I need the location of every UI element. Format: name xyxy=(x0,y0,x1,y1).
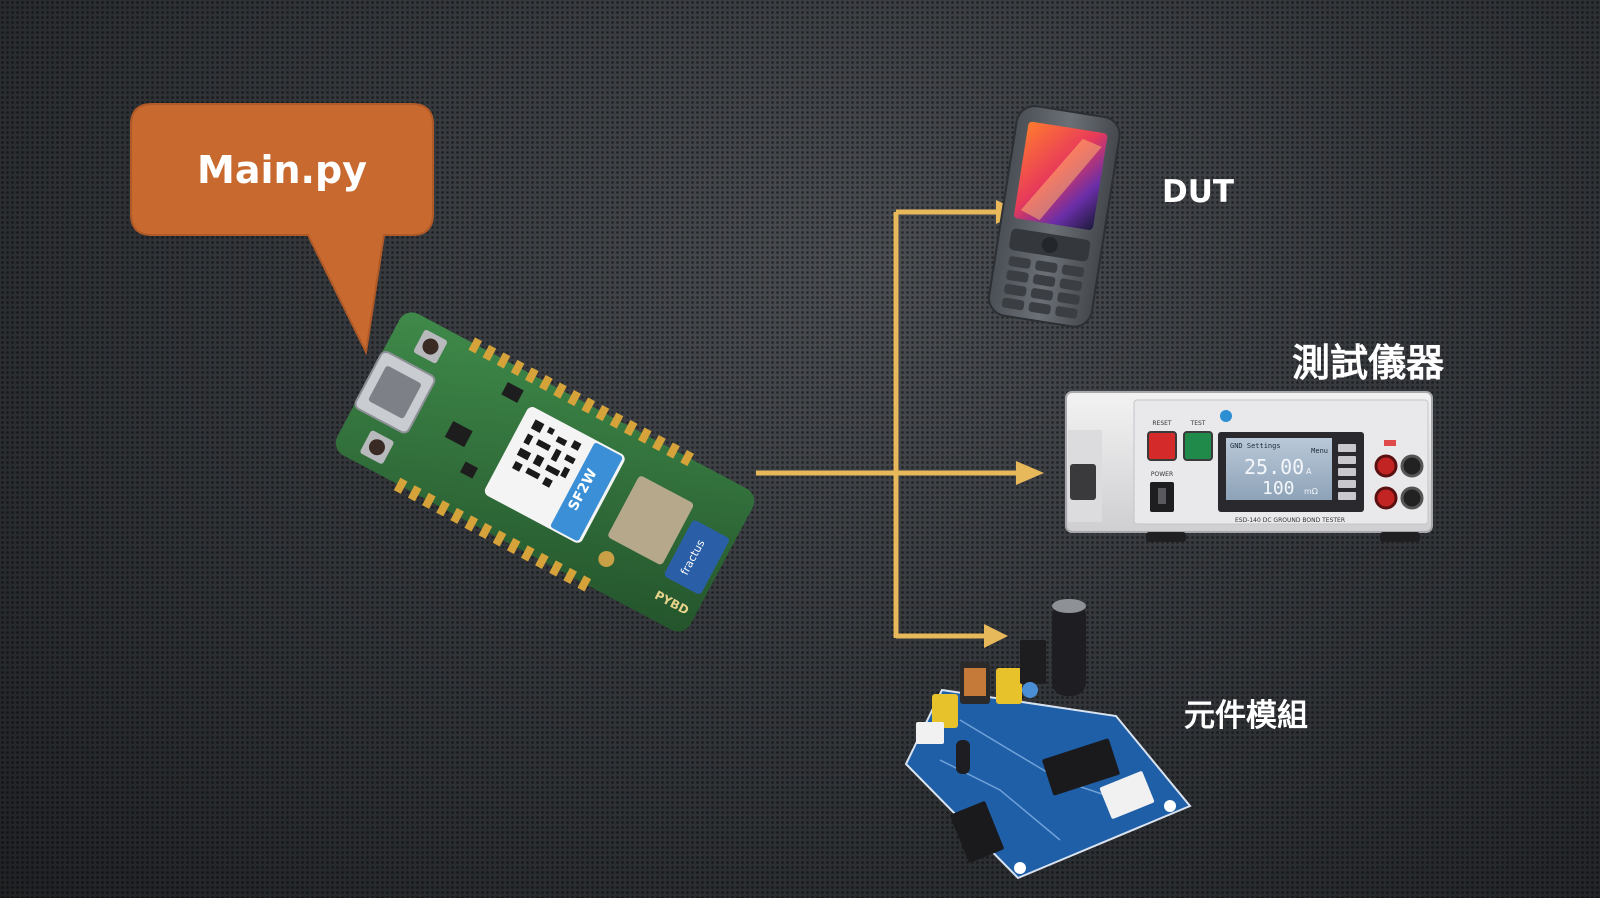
test-instrument: RESET TEST POWER GND Settings Menu 25.00… xyxy=(1065,391,1433,542)
bubble-text: Main.py xyxy=(197,148,367,192)
module-electrolytic-cap xyxy=(1052,602,1086,696)
lcd-current-unit: A xyxy=(1306,467,1312,476)
fractus-antenna xyxy=(664,520,729,594)
module-ic-chip xyxy=(1042,738,1120,796)
lcd-header-right: Menu xyxy=(1311,447,1328,455)
tester-label: 測試儀器 xyxy=(1292,341,1445,385)
arrow-head-tester xyxy=(1016,461,1044,485)
module-small-cap xyxy=(956,740,970,774)
brand-logo xyxy=(1220,410,1232,422)
connector-arrows xyxy=(756,209,1018,639)
module-capacitor-yellow-1 xyxy=(932,694,958,728)
module-regulator xyxy=(1020,640,1046,684)
sticker-blue-strip xyxy=(550,442,623,541)
dut-label: DUT xyxy=(1162,174,1235,210)
reset-button xyxy=(1147,431,1177,461)
ufl-connector xyxy=(598,550,615,567)
lcd-resistance-unit: mΩ xyxy=(1304,487,1318,496)
lcd-softkeys xyxy=(1338,444,1356,500)
lcd-header-left: GND Settings xyxy=(1230,442,1281,450)
speech-bubble: Main.py xyxy=(130,103,434,356)
speech-bubble-shape xyxy=(130,103,434,356)
test-terminals xyxy=(1374,454,1424,510)
lcd-resistance-value: 100 xyxy=(1262,478,1295,499)
terminal-black-bottom xyxy=(1400,486,1424,510)
terminal-red-bottom xyxy=(1374,486,1398,510)
rf-module xyxy=(608,476,694,565)
terminal-black-top xyxy=(1400,454,1424,478)
lcd-current-value: 25.00 xyxy=(1244,455,1304,479)
tester-lcd xyxy=(1226,438,1332,500)
board-pads-bottom xyxy=(393,477,592,592)
microcontroller-board: SF2W fractus PYBD xyxy=(335,312,755,632)
tester-feet xyxy=(1146,532,1186,542)
tester-handle xyxy=(1070,464,1096,500)
tester-model-caption: ESD-140 DC GROUND BOND TESTER xyxy=(1235,517,1345,524)
terminal-red-top xyxy=(1374,454,1398,478)
phone-device xyxy=(987,105,1121,328)
arrow-head-module xyxy=(984,624,1008,648)
power-label: POWER xyxy=(1151,471,1173,478)
module-white-connector xyxy=(1099,771,1155,819)
test-button xyxy=(1183,431,1213,461)
module-white-terminal xyxy=(916,722,944,744)
test-button-label: TEST xyxy=(1190,420,1206,427)
module-pin-header xyxy=(950,801,1004,863)
phone-keypad xyxy=(1001,256,1085,319)
module-blue-cap xyxy=(1022,682,1038,698)
reset-button-label: RESET xyxy=(1152,420,1172,427)
board-pads-top xyxy=(468,337,694,467)
module-label: 元件模組 xyxy=(1184,698,1308,734)
component-module xyxy=(904,599,1192,880)
module-capacitor-yellow-2 xyxy=(996,668,1022,704)
module-mount-hole xyxy=(1164,800,1176,812)
qr-code xyxy=(511,419,582,488)
